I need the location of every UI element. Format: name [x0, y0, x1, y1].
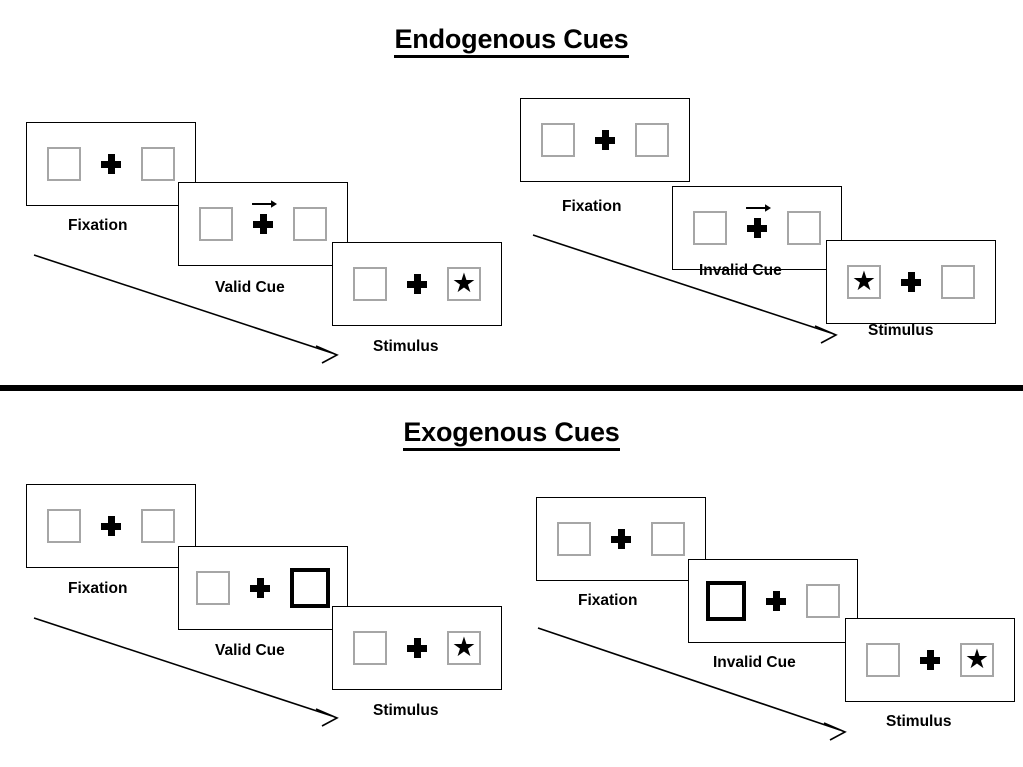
cued-box-left: [706, 581, 746, 621]
placeholder-box-right: [941, 265, 975, 299]
arrow-right-icon: [252, 200, 278, 208]
star-target-icon: ★: [851, 265, 877, 296]
placeholder-box-left: [353, 267, 387, 301]
placeholder-box-right: [787, 211, 821, 245]
frame-endogenous-invalid-fixation[interactable]: [520, 98, 690, 182]
stage-label-endogenous-valid-cue: Valid Cue: [215, 279, 285, 296]
placeholder-box-left: [693, 211, 727, 245]
frame-exogenous-valid-fixation[interactable]: [26, 484, 196, 568]
stage-label-exogenous-valid-stimulus: Stimulus: [373, 702, 439, 719]
placeholder-box-left: ★: [847, 265, 881, 299]
time-arrow-exogenous-invalid: [537, 627, 847, 741]
fixation-cross-icon: [407, 274, 427, 294]
cued-box-right: [290, 568, 330, 608]
frame-endogenous-valid-cue[interactable]: [178, 182, 348, 266]
fixation-cross-icon: [252, 200, 278, 234]
frame-content: [47, 509, 175, 543]
fixation-cross-icon: [595, 130, 615, 150]
section-divider: [0, 385, 1023, 391]
fixation-cross-icon: [101, 516, 121, 536]
frame-endogenous-valid-fixation[interactable]: [26, 122, 196, 206]
stage-label-exogenous-invalid-fixation: Fixation: [578, 592, 638, 609]
stage-label-exogenous-invalid-stimulus: Stimulus: [886, 713, 952, 730]
star-target-icon: ★: [451, 267, 477, 298]
time-arrow-endogenous-invalid: [532, 234, 838, 344]
fixation-cross-icon: [766, 591, 786, 611]
frame-content: [693, 204, 821, 245]
placeholder-box-left: [196, 571, 230, 605]
frame-exogenous-invalid-cue[interactable]: [688, 559, 858, 643]
placeholder-box-left: [353, 631, 387, 665]
placeholder-box-right: ★: [960, 643, 994, 677]
frame-endogenous-invalid-cue[interactable]: [672, 186, 842, 270]
frame-content: ★: [847, 265, 975, 299]
fixation-cross-icon: [101, 154, 121, 174]
placeholder-box-left: [541, 123, 575, 157]
frame-exogenous-valid-stimulus[interactable]: ★: [332, 606, 502, 690]
placeholder-box-right: [141, 147, 175, 181]
frame-content: ★: [866, 643, 994, 677]
placeholder-box-right: [141, 509, 175, 543]
placeholder-box-left: [199, 207, 233, 241]
frame-content: [196, 568, 330, 608]
placeholder-box-left: [47, 509, 81, 543]
placeholder-box-right: [806, 584, 840, 618]
placeholder-box-left: [557, 522, 591, 556]
section-title-endogenous-text: Endogenous Cues: [394, 24, 629, 58]
time-arrow-exogenous-valid: [33, 617, 339, 727]
stage-label-endogenous-invalid-stimulus: Stimulus: [868, 322, 934, 339]
fixation-cross-icon: [611, 529, 631, 549]
star-target-icon: ★: [451, 631, 477, 662]
placeholder-box-right: ★: [447, 631, 481, 665]
frame-content: ★: [353, 631, 481, 665]
star-target-icon: ★: [964, 643, 990, 674]
frame-content: [541, 123, 669, 157]
frame-content: [199, 200, 327, 241]
arrow-right-icon: [746, 204, 772, 212]
placeholder-box-left: [866, 643, 900, 677]
stage-label-exogenous-valid-cue: Valid Cue: [215, 642, 285, 659]
placeholder-box-right: [635, 123, 669, 157]
section-title-endogenous: Endogenous Cues: [0, 24, 1023, 58]
frame-exogenous-invalid-fixation[interactable]: [536, 497, 706, 581]
stage-label-endogenous-valid-stimulus: Stimulus: [373, 338, 439, 355]
frame-exogenous-invalid-stimulus[interactable]: ★: [845, 618, 1015, 702]
stage-label-exogenous-valid-fixation: Fixation: [68, 580, 128, 597]
fixation-cross-icon: [407, 638, 427, 658]
placeholder-box-right: ★: [447, 267, 481, 301]
frame-endogenous-valid-stimulus[interactable]: ★: [332, 242, 502, 326]
section-title-exogenous: Exogenous Cues: [0, 417, 1023, 451]
placeholder-box-right: [651, 522, 685, 556]
stage-label-endogenous-valid-fixation: Fixation: [68, 217, 128, 234]
time-arrow-endogenous-valid: [33, 254, 339, 364]
frame-content: [47, 147, 175, 181]
stage-label-exogenous-invalid-cue: Invalid Cue: [713, 654, 796, 671]
stage-label-endogenous-invalid-cue: Invalid Cue: [699, 262, 782, 279]
frame-exogenous-valid-cue[interactable]: [178, 546, 348, 630]
section-title-exogenous-text: Exogenous Cues: [403, 417, 620, 451]
placeholder-box-left: [47, 147, 81, 181]
frame-endogenous-invalid-stimulus[interactable]: ★: [826, 240, 996, 324]
frame-content: [706, 581, 840, 621]
fixation-cross-icon: [901, 272, 921, 292]
frame-content: [557, 522, 685, 556]
placeholder-box-right: [293, 207, 327, 241]
fixation-cross-icon: [746, 204, 772, 238]
fixation-cross-icon: [250, 578, 270, 598]
stage-label-endogenous-invalid-fixation: Fixation: [562, 198, 622, 215]
fixation-cross-icon: [920, 650, 940, 670]
frame-content: ★: [353, 267, 481, 301]
